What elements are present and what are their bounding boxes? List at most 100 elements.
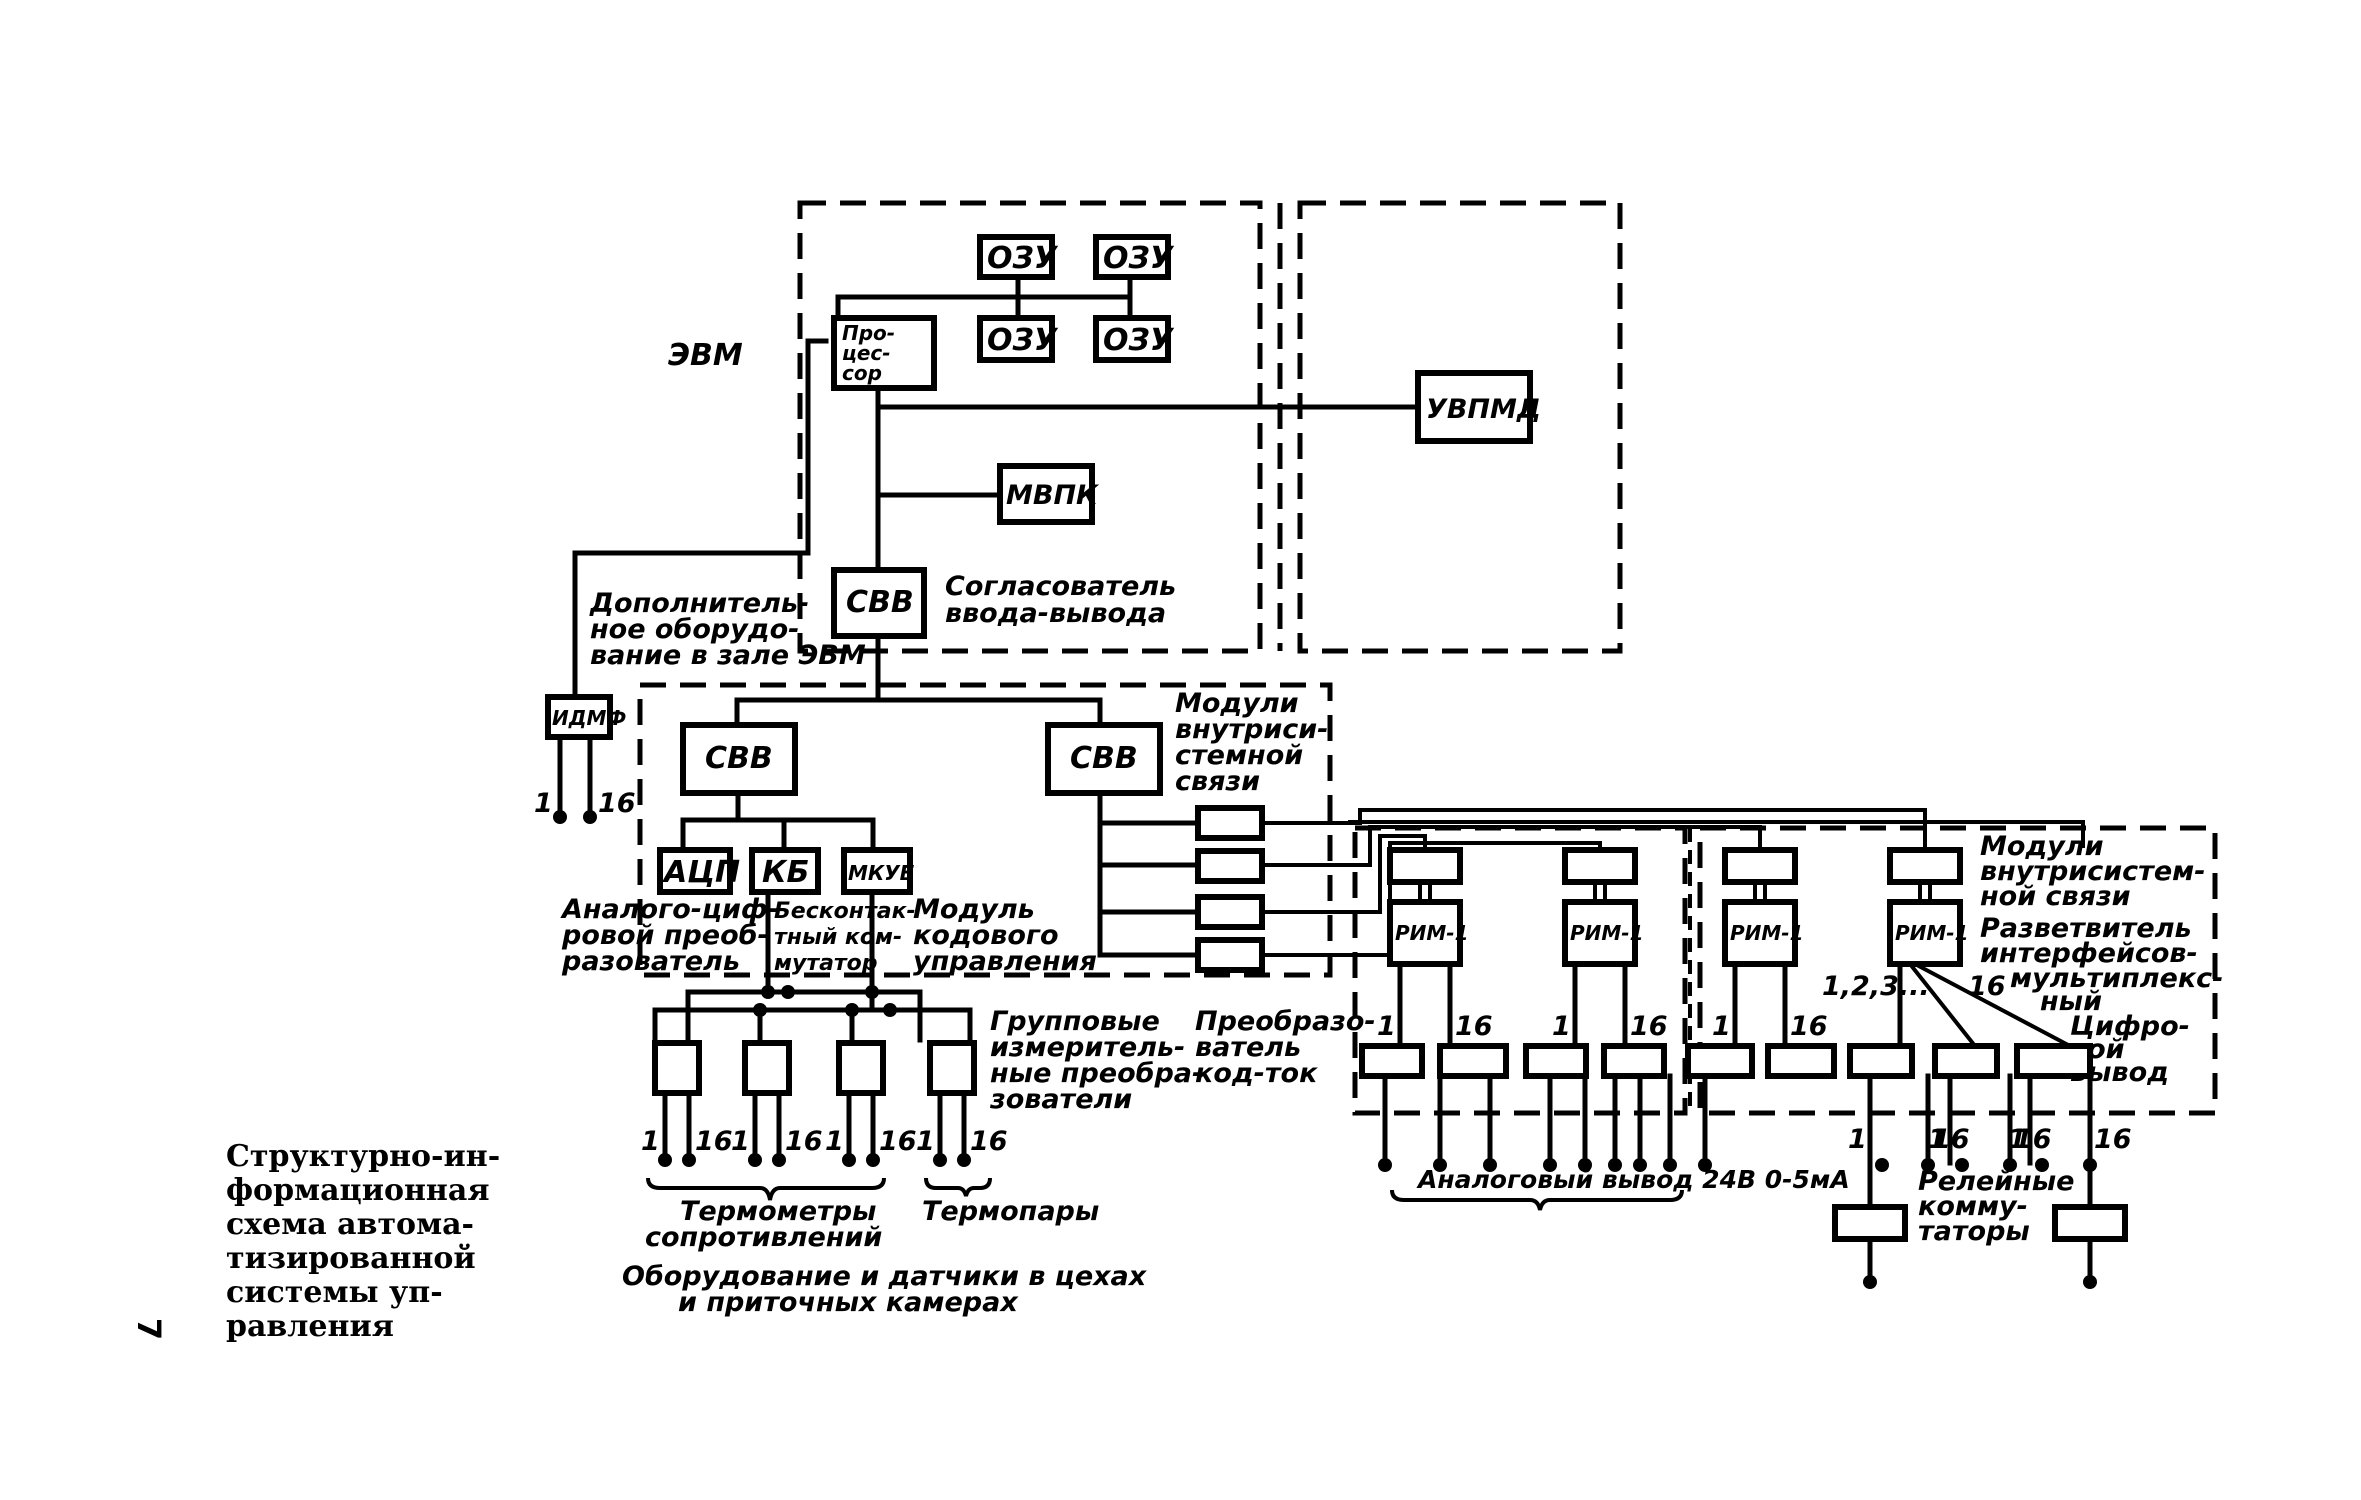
svg-text:внутриси-: внутриси- [1175, 714, 1328, 745]
field-pin [748, 1153, 762, 1167]
svg-text:таторы: таторы [1918, 1216, 2030, 1247]
ram-block-1: ОЗУ [977, 234, 1059, 280]
pin-label: 1 [1928, 1124, 1947, 1155]
group-converter-3 [836, 1040, 886, 1096]
svg-text:УВПМД: УВПМД [1426, 394, 1541, 425]
svg-text:код-ток: код-ток [1195, 1058, 1318, 1089]
rim-1-block [1562, 899, 1638, 967]
field-pin [957, 1153, 971, 1167]
svg-text:МВПК: МВПК [1006, 480, 1100, 511]
pin-label: 16 [879, 1126, 917, 1157]
svg-text:ИДМФ: ИДМФ [552, 706, 626, 730]
extra-block: ИДМФ [545, 694, 626, 740]
pin-label: 16 [785, 1126, 823, 1157]
svg-text:СВВ: СВВ [846, 585, 914, 620]
rim-label: РИМ-1 [1395, 921, 1469, 945]
uvpmd-block: УВПМД [1415, 370, 1541, 444]
relay-terminal [1863, 1275, 1877, 1289]
processor-block: Про- цес- сор [831, 315, 937, 391]
field-pin [772, 1153, 786, 1167]
svg-text:кодового: кодового [913, 920, 1059, 951]
rim-label: РИМ-1 [1895, 921, 1969, 945]
pin-label: 1 [1712, 1011, 1731, 1042]
figure-caption: Структурно-ин- формационная схема автома… [226, 1139, 501, 1344]
svg-text:КБ: КБ [762, 855, 809, 890]
pin-label: 16 [2094, 1124, 2132, 1155]
group-converter-4 [927, 1040, 977, 1096]
digital-terminal [1955, 1158, 1969, 1172]
field-pin [682, 1153, 696, 1167]
computer-label: ЭВМ [668, 338, 743, 373]
svg-text:мутатор: мутатор [774, 951, 878, 976]
analog-terminal [1378, 1158, 1392, 1172]
mvpk-block: МВПК [997, 463, 1100, 525]
page-number: 7 [130, 1317, 169, 1341]
svg-text:вание в зале ЭВМ: вание в зале ЭВМ [590, 640, 866, 671]
pin-label: 1 [1848, 1124, 1867, 1155]
output-module [1765, 1043, 1837, 1079]
svg-text:1: 1 [534, 788, 553, 819]
svv-main-block: СВВ [831, 567, 927, 639]
comm-module-2 [1195, 848, 1265, 884]
analog-terminal [1698, 1158, 1712, 1172]
pin-label: 16 [1630, 1011, 1668, 1042]
svg-text:мультиплекс-: мультиплекс- [2010, 963, 2223, 994]
svg-text:управления: управления [913, 946, 1097, 977]
pin-label: 16 [2014, 1124, 2052, 1155]
svg-text:СВВ: СВВ [705, 741, 773, 776]
digital-terminal [2035, 1158, 2049, 1172]
rim-comm-module [1387, 847, 1463, 885]
svg-text:ное оборудо-: ное оборудо- [590, 614, 799, 645]
svg-text:СВВ: СВВ [1070, 741, 1138, 776]
thermocouple-brace [924, 1177, 992, 1197]
svg-text:ровой преоб-: ровой преоб- [561, 920, 769, 951]
mkub-note: Модуль [913, 894, 1035, 925]
relay-switch-block [2052, 1204, 2128, 1242]
svg-text:ввода-вывода: ввода-вывода [945, 598, 1166, 629]
digital-terminal [1875, 1158, 1889, 1172]
rim-label: РИМ-1 [1570, 921, 1644, 945]
analog-terminal [1543, 1158, 1557, 1172]
output-module [1601, 1043, 1667, 1079]
svg-text:ной связи: ной связи [1980, 881, 2131, 912]
adc-note: Аналого-циф- [560, 894, 779, 925]
output-module [1523, 1043, 1589, 1079]
svv-left-block: СВВ [680, 722, 798, 796]
svg-text:тный ком-: тный ком- [774, 925, 902, 950]
pin-label: 16 [1455, 1011, 1493, 1042]
ram-block-2: ОЗУ [1093, 234, 1175, 280]
svg-text:ные преобра-: ные преобра- [990, 1058, 1203, 1089]
svg-text:стемной: стемной [1175, 740, 1303, 771]
pin-label: 1 [731, 1126, 750, 1157]
svg-text:ватель: ватель [1195, 1032, 1301, 1063]
io-rack-enclosure [637, 682, 1333, 978]
splitter-note: Разветвитель [1980, 913, 2192, 944]
rtd-brace [646, 1177, 886, 1201]
pin-label: 16 [970, 1126, 1008, 1157]
seq-label: 1,2,3... [1822, 971, 1930, 1002]
computer-enclosure [797, 200, 1623, 654]
rim-1-block [1722, 899, 1798, 967]
svg-text:разователь: разователь [561, 946, 740, 977]
digital-terminal [1921, 1158, 1935, 1172]
rim-label: РИМ-1 [1730, 921, 1804, 945]
relay-note: Релейные [1918, 1166, 2075, 1197]
kb-note: Бесконтак- [774, 899, 916, 924]
analog-terminal [1483, 1158, 1497, 1172]
equipment-label: Оборудование и датчики в цехах [622, 1261, 1148, 1292]
modules-note: Модули [1175, 688, 1299, 719]
rim-1-block [1887, 899, 1963, 967]
remote-rack-2 [1697, 825, 2218, 1116]
pin-label: 1 [825, 1126, 844, 1157]
analog-output-brace [1390, 1189, 1684, 1211]
svg-text:интерфейсов-: интерфейсов- [1980, 938, 2198, 969]
relay-terminal [2083, 1275, 2097, 1289]
group-converter-1 [652, 1040, 702, 1096]
svg-text:МКУБ: МКУБ [848, 861, 915, 885]
svg-text:АЦП: АЦП [662, 855, 740, 890]
svg-text:16: 16 [598, 788, 636, 819]
digital-output-note: Цифро- [2070, 1011, 2190, 1042]
group-converter-2 [742, 1040, 792, 1096]
svg-text:сор: сор [842, 361, 882, 385]
